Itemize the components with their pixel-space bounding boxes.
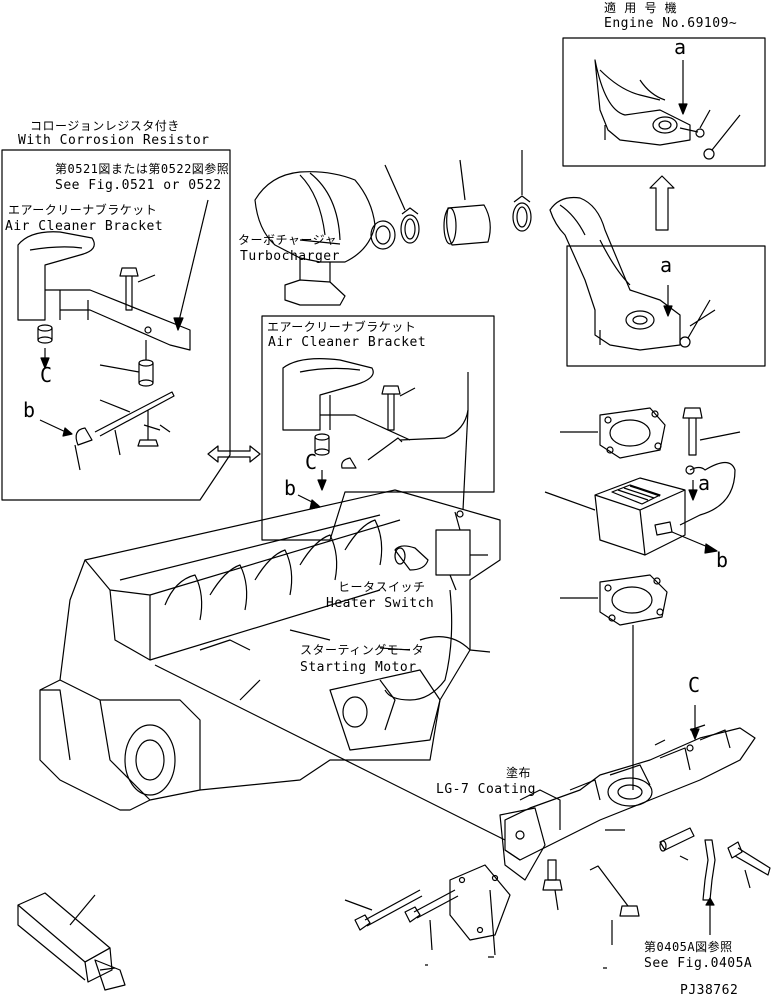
double-arrow xyxy=(207,445,261,463)
bracket-center-label-en: Air Cleaner Bracket xyxy=(268,335,427,350)
gasket-top xyxy=(599,407,666,459)
heater-switch-label-jp: ヒータスイッチ xyxy=(338,580,426,594)
bolt-bottom-4 xyxy=(589,865,640,917)
collar-left xyxy=(37,324,53,344)
bolt-bottom-1 xyxy=(354,889,423,931)
marker-a-cable: a xyxy=(698,471,711,495)
spacer-left xyxy=(138,359,154,387)
see-fig-0405a-jp: 第0405A図参照 xyxy=(644,940,733,954)
elbow-part xyxy=(549,196,691,351)
wire-harness xyxy=(17,892,126,991)
bolt-center xyxy=(381,385,401,431)
bolt-side xyxy=(727,841,771,876)
corrosion-label-jp: コロージョンレジスタ付き xyxy=(30,119,180,133)
engine-block xyxy=(39,489,501,811)
see-fig-0521-jp: 第0521図または第0522図参照 xyxy=(55,162,230,176)
air-heater xyxy=(594,477,686,556)
stud xyxy=(659,827,695,852)
gasket-bottom xyxy=(599,574,668,626)
starting-motor-label-jp: スターティングモータ xyxy=(300,643,425,657)
marker-c-manifold: C xyxy=(688,673,701,697)
marker-c-left: C xyxy=(40,363,53,387)
turbocharger-label-en: Turbocharger xyxy=(240,249,340,264)
drawing-code: PJ38762 xyxy=(680,983,739,998)
marker-c-center: C xyxy=(305,450,318,474)
hose xyxy=(443,204,491,246)
applicable-label-jp: 適 用 号 機 xyxy=(604,1,678,15)
intake-manifold xyxy=(499,724,756,881)
bolt-bottom-3 xyxy=(542,859,563,891)
stay xyxy=(702,839,716,901)
heater-switch-label-en: Heater Switch xyxy=(326,596,435,611)
bolt-left xyxy=(119,267,139,311)
bracket-center xyxy=(282,358,411,441)
marker-b-left: b xyxy=(23,398,36,422)
clamp-1 xyxy=(400,207,420,244)
applicable-label-en: Engine No.69109~ xyxy=(604,16,738,31)
collar-center xyxy=(314,433,330,456)
bracket-left xyxy=(17,231,191,351)
inset-box-corrosion xyxy=(1,149,231,501)
heater-switch-part xyxy=(394,510,471,591)
inset-box-engine-no xyxy=(562,37,766,167)
bracket-center-label-jp: エアークリーナブラケット xyxy=(267,320,417,334)
inset-box-bracket-center xyxy=(261,315,495,541)
up-arrow xyxy=(649,175,675,231)
bracket-left-label-jp: エアークリーナブラケット xyxy=(8,203,158,217)
bracket-left-label-en: Air Cleaner Bracket xyxy=(5,219,164,234)
inset-box-elbow xyxy=(566,245,766,367)
marker-a-top: a xyxy=(674,35,687,59)
turbocharger-label-jp: ターボチャージャ xyxy=(238,233,338,247)
see-fig-0521-en: See Fig.0521 or 0522 xyxy=(55,178,222,193)
starting-motor-label-en: Starting Motor xyxy=(300,660,417,675)
coating-label-en: LG-7 Coating xyxy=(436,782,536,797)
cover-plate xyxy=(449,864,511,941)
marker-a-elbow: a xyxy=(660,253,673,277)
turbocharger-part xyxy=(254,171,396,306)
clamp-2 xyxy=(512,195,532,232)
marker-b-heater: b xyxy=(716,548,729,572)
elbow-part-top-inset xyxy=(594,59,715,160)
coating-label-jp: 塗布 xyxy=(506,766,532,780)
marker-b-center: b xyxy=(284,476,297,500)
bolt-top-right xyxy=(682,407,703,456)
bolt-bottom-2 xyxy=(404,889,459,923)
corrosion-label-en: With Corrosion Resistor xyxy=(18,133,210,148)
see-fig-0405a-en: See Fig.0405A xyxy=(644,956,753,971)
